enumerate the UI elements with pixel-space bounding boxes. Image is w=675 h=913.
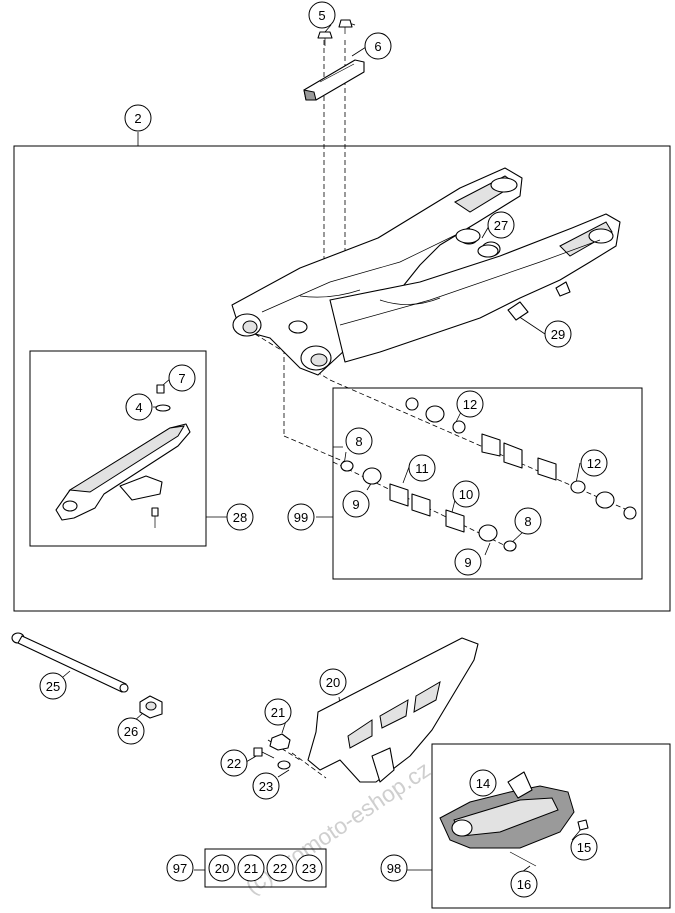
svg-text:16: 16	[517, 877, 531, 892]
callout-99: 99	[287, 503, 315, 531]
callout-98: 98	[380, 854, 408, 882]
callout-22: 22	[220, 749, 248, 777]
svg-text:4: 4	[135, 400, 142, 415]
callout-16: 16	[510, 870, 538, 898]
svg-text:21: 21	[244, 861, 258, 876]
svg-text:97: 97	[173, 861, 187, 876]
callout-26: 26	[117, 717, 145, 745]
svg-text:6: 6	[374, 39, 381, 54]
callout-21: 21	[264, 698, 292, 726]
callout-27: 27	[487, 211, 515, 239]
callout-9-right: 9	[454, 548, 482, 576]
callout-14: 14	[469, 769, 497, 797]
callout-97: 97	[166, 854, 194, 882]
callout-12-right: 12	[580, 449, 608, 477]
plug-27	[455, 228, 499, 258]
svg-text:22: 22	[227, 756, 241, 771]
callout-23: 23	[252, 772, 280, 800]
callout-9-left: 9	[342, 490, 370, 518]
svg-text:5: 5	[318, 8, 325, 23]
callout-29: 29	[544, 320, 572, 348]
chain-sliding-guard-28	[55, 384, 191, 528]
svg-text:8: 8	[524, 514, 531, 529]
svg-text:12: 12	[587, 456, 601, 471]
chain-guide-kit-frame	[431, 743, 671, 909]
bearing-kit-parts	[340, 397, 637, 552]
callout-25: 25	[39, 672, 67, 700]
callout-12-top: 12	[456, 390, 484, 418]
bearing-kit-frame	[332, 387, 643, 580]
callout-15: 15	[570, 833, 598, 861]
callout-10: 10	[452, 480, 480, 508]
callout-5: 5	[308, 1, 336, 29]
chain-slider-block-6	[303, 59, 365, 101]
callout-8-left: 8	[345, 427, 373, 455]
svg-text:12: 12	[463, 397, 477, 412]
callout-20: 20	[319, 668, 347, 696]
nut-26	[139, 695, 163, 719]
svg-text:98: 98	[387, 861, 401, 876]
chain-sliding-guard-frame	[29, 350, 207, 547]
svg-text:10: 10	[459, 487, 473, 502]
kit97-item-20: 20	[208, 854, 236, 882]
svg-text:7: 7	[178, 371, 185, 386]
svg-text:15: 15	[577, 840, 591, 855]
chain-guide-14	[439, 771, 589, 867]
kit97-item-22: 22	[266, 854, 294, 882]
svg-text:23: 23	[302, 861, 316, 876]
callout-4: 4	[125, 393, 153, 421]
svg-text:22: 22	[273, 861, 287, 876]
svg-text:26: 26	[124, 724, 138, 739]
callout-6: 6	[364, 32, 392, 60]
screw-5	[317, 19, 353, 46]
callout-7: 7	[168, 364, 196, 392]
chain-guard-20	[307, 637, 479, 783]
svg-text:25: 25	[46, 679, 60, 694]
svg-text:27: 27	[494, 218, 508, 233]
svg-text:99: 99	[294, 510, 308, 525]
callout-2: 2	[124, 104, 152, 132]
svg-text:29: 29	[551, 327, 565, 342]
callout-8-right: 8	[514, 507, 542, 535]
svg-text:20: 20	[215, 861, 229, 876]
svg-text:20: 20	[326, 675, 340, 690]
svg-text:21: 21	[271, 705, 285, 720]
callout-28: 28	[226, 503, 254, 531]
kit97-item-21: 21	[237, 854, 265, 882]
swingarm-assembly-frame	[13, 145, 671, 612]
svg-text:8: 8	[355, 434, 362, 449]
kit97-item-23: 23	[295, 854, 323, 882]
svg-text:28: 28	[233, 510, 247, 525]
guard-hardware	[253, 733, 291, 770]
svg-text:9: 9	[464, 555, 471, 570]
svg-text:2: 2	[134, 111, 141, 126]
chain-guard-kit-frame	[204, 848, 327, 888]
svg-text:9: 9	[352, 497, 359, 512]
svg-text:23: 23	[259, 779, 273, 794]
svg-text:14: 14	[476, 776, 490, 791]
swingarm-pivot-axle-25	[11, 632, 129, 693]
svg-text:11: 11	[415, 461, 429, 476]
callout-11: 11	[408, 454, 436, 482]
